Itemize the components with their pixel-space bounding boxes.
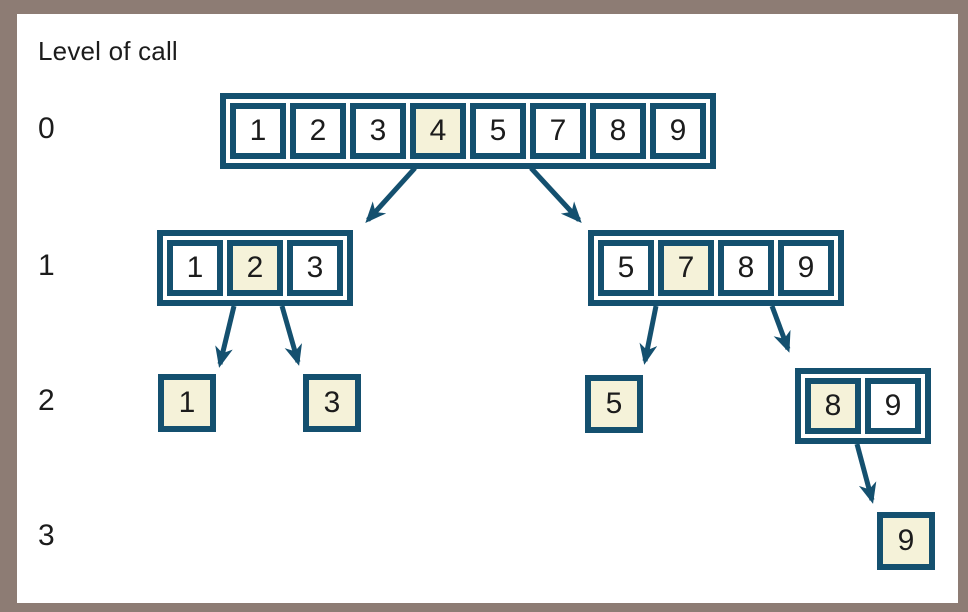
array-cell: 9 <box>865 378 921 434</box>
arrow-level1-left-to-box1 <box>215 305 237 368</box>
arrow-level0-to-level1-left <box>365 166 417 223</box>
level2-box-5: 5 <box>585 375 643 433</box>
level0-array: 1 2 3 4 5 7 8 9 <box>220 93 716 169</box>
array-cell-pivot: 4 <box>410 103 466 159</box>
array-cell: 9 <box>778 240 834 296</box>
level-label-1: 1 <box>38 249 55 282</box>
level-label-3: 3 <box>38 519 55 552</box>
array-cell-pivot: 8 <box>805 378 861 434</box>
level-label-2: 2 <box>38 384 55 417</box>
array-cell: 3 <box>350 103 406 159</box>
array-cell: 5 <box>470 103 526 159</box>
array-cell: 7 <box>530 103 586 159</box>
array-cell: 1 <box>230 103 286 159</box>
array-cell-pivot: 7 <box>658 240 714 296</box>
figure-title: Level of call <box>38 36 178 66</box>
level2-box-3: 3 <box>303 374 361 432</box>
arrow-level1-left-to-box3 <box>279 305 302 366</box>
array-cell: 5 <box>598 240 654 296</box>
array-cell: 9 <box>650 103 706 159</box>
array-cell-pivot: 2 <box>227 240 283 296</box>
arrow-level0-to-level1-right <box>529 166 582 223</box>
level1-left-array: 1 2 3 <box>157 230 353 306</box>
arrow-array89-to-box9 <box>854 443 877 504</box>
array-cell: 8 <box>590 103 646 159</box>
array-cell: 2 <box>290 103 346 159</box>
array-cell: 8 <box>718 240 774 296</box>
array-cell: 3 <box>287 240 343 296</box>
level-label-0: 0 <box>38 112 55 145</box>
array-cell: 1 <box>167 240 223 296</box>
level1-right-array: 5 7 8 9 <box>588 230 844 306</box>
level2-array-8-9: 8 9 <box>795 368 931 444</box>
arrow-level1-right-to-box5 <box>639 305 659 365</box>
arrow-level1-right-to-array89 <box>769 305 791 353</box>
level3-box-9: 9 <box>877 512 935 570</box>
level2-box-1: 1 <box>158 374 216 432</box>
